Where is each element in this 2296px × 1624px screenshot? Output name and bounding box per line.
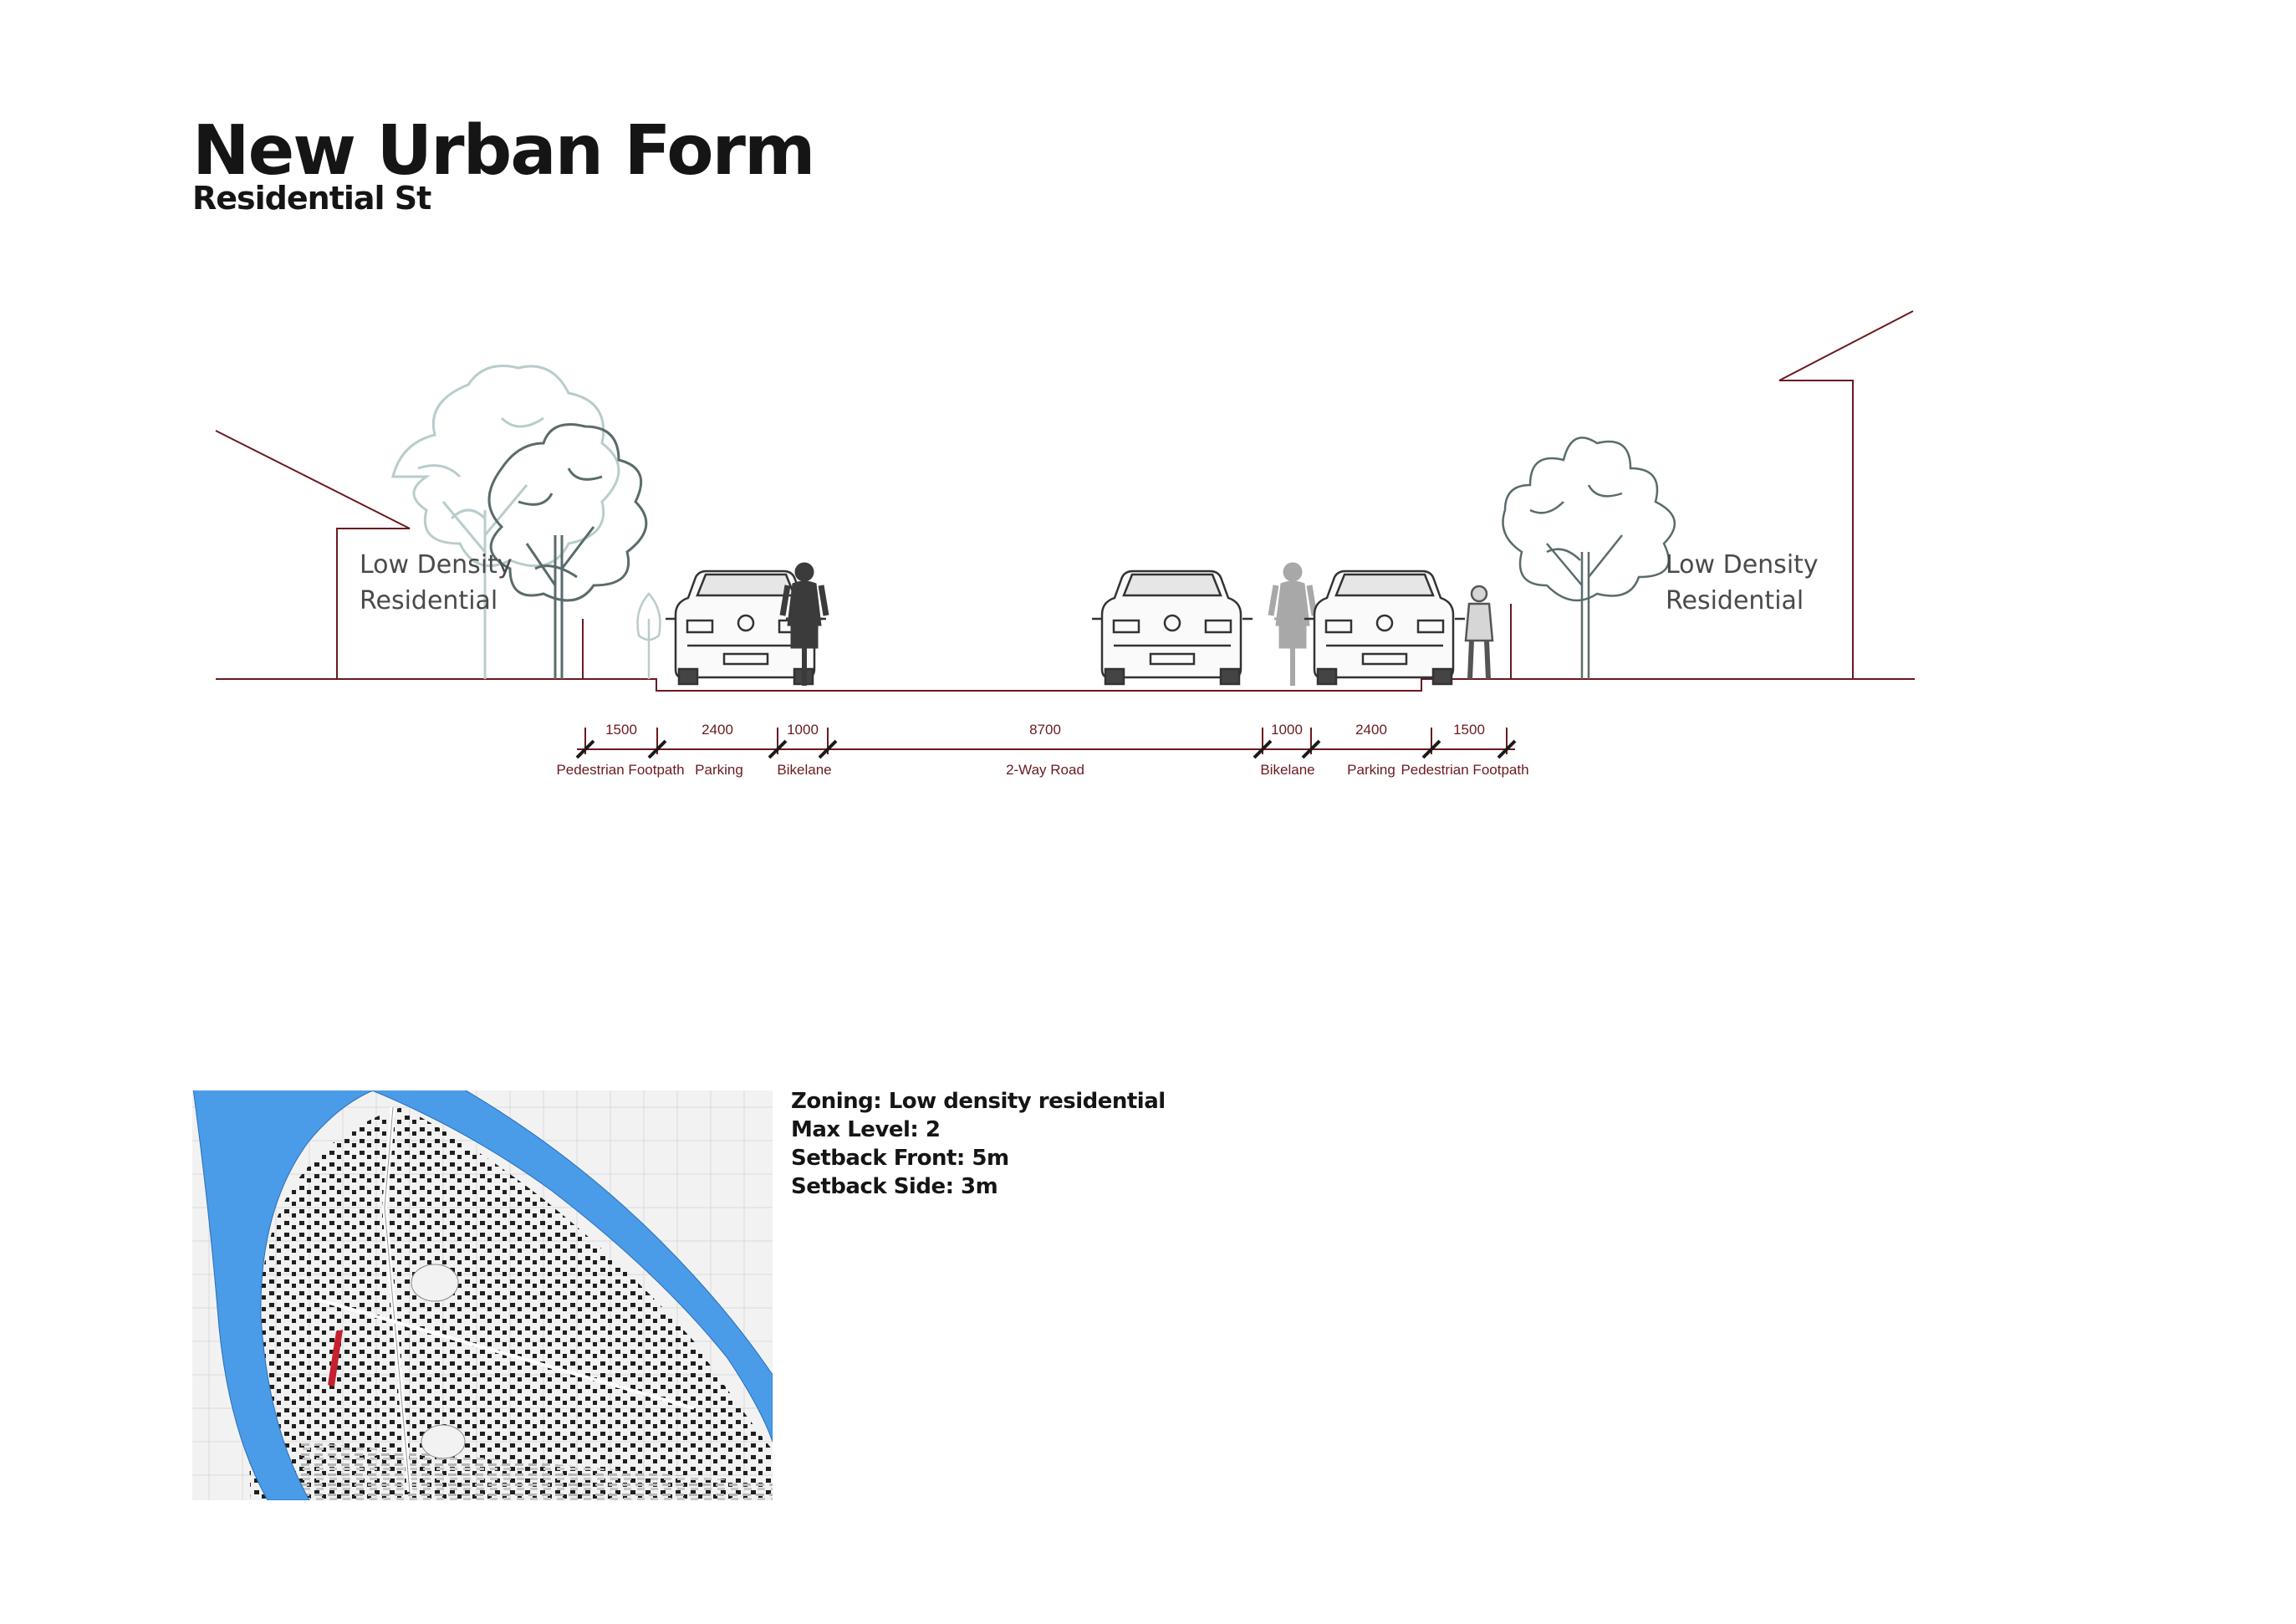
tree-icon-right	[1502, 437, 1676, 679]
left-house-outline	[215, 430, 411, 679]
zoning-setback-front: Setback Front: 5m	[791, 1146, 1009, 1171]
zoning-type: Zoning: Low density residential	[791, 1089, 1166, 1114]
right-zone-label-line1: Low Density	[1666, 550, 1819, 580]
dimension-label: Pedestrian Footpath	[1401, 762, 1528, 778]
page-subtitle: Residential St	[192, 180, 431, 217]
right-zone-label-line2: Residential	[1666, 586, 1804, 615]
map-river	[192, 1090, 375, 1500]
dimension-label: Bikelane	[1260, 762, 1314, 778]
map-residential-blocks	[248, 1107, 773, 1500]
zoning-setback-side: Setback Side: 3m	[791, 1174, 998, 1199]
dimension-value: 1000	[1271, 722, 1303, 738]
shrub-icon-left	[636, 592, 661, 679]
dimension-label: Parking	[1347, 762, 1395, 778]
dimension-value: 1000	[787, 722, 819, 738]
map-highlighted-street	[328, 1330, 343, 1387]
zoning-max-level: Max Level: 2	[791, 1117, 941, 1142]
dimension-label: Bikelane	[777, 762, 831, 778]
pedestrian-icon	[1464, 585, 1494, 680]
tree-icon-dark-left	[487, 423, 648, 679]
cyclist-icon-right	[1268, 562, 1318, 686]
location-map	[192, 1090, 773, 1500]
dimension-ticks	[575, 739, 1517, 759]
tree-icon-light-left	[391, 365, 620, 679]
dimension-label: Pedestrian Footpath	[556, 762, 684, 778]
right-house-outline	[1778, 310, 1914, 679]
left-zone-label-line2: Residential	[360, 586, 497, 615]
car-icon-parked-right	[1304, 569, 1465, 686]
ground-line	[216, 604, 1915, 692]
dimension-value: 2400	[702, 722, 733, 738]
street-section-diagram: Low Density Residential Low Density Resi…	[215, 310, 1915, 778]
left-zone-label-line1: Low Density	[360, 550, 513, 580]
dimension-value: 1500	[605, 722, 637, 738]
dimension-label: Parking	[695, 762, 743, 778]
cyclist-icon-left	[779, 562, 829, 686]
zoning-info: Zoning: Low density residential Max Leve…	[791, 1087, 1166, 1201]
dimension-value: 1500	[1453, 722, 1485, 738]
dimension-value: 2400	[1355, 722, 1387, 738]
page-title: New Urban Form	[192, 111, 815, 191]
dimension-value: 8700	[1029, 722, 1061, 738]
dimension-label: 2-Way Road	[1006, 762, 1084, 778]
car-icon-center	[1092, 569, 1253, 686]
